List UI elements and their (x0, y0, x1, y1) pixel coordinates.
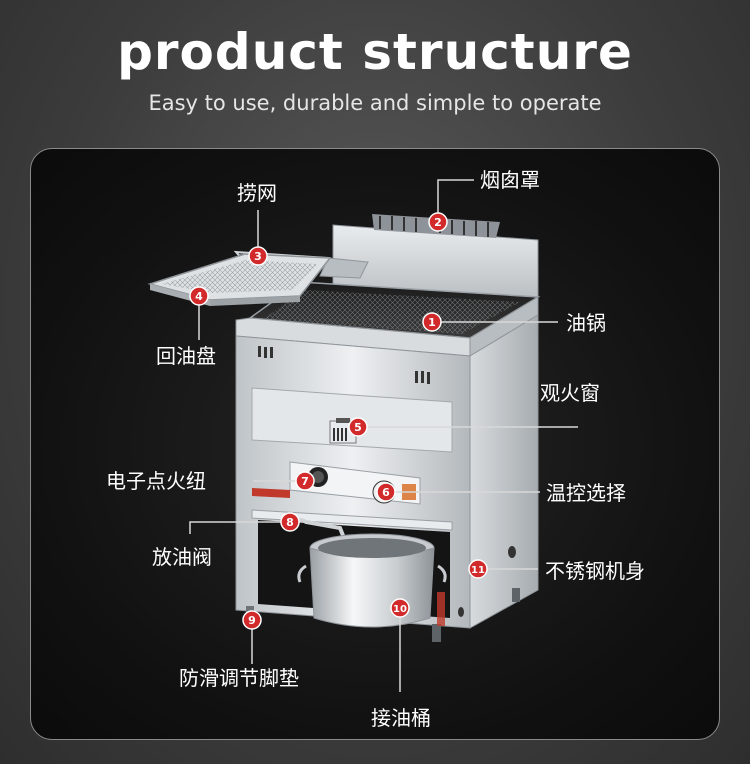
svg-text:2: 2 (434, 216, 442, 229)
svg-text:6: 6 (382, 486, 390, 499)
label-fire-window: 观火窗 (540, 381, 600, 405)
svg-text:11: 11 (471, 565, 485, 576)
label-chimney-hood: 烟囱罩 (480, 168, 540, 192)
badge-1: 1 (422, 312, 442, 332)
svg-text:8: 8 (286, 516, 294, 529)
svg-text:3: 3 (254, 250, 262, 263)
badge-3: 3 (248, 246, 268, 266)
badge-9: 9 (242, 610, 262, 630)
svg-text:4: 4 (195, 290, 203, 303)
label-oil-pot: 油锅 (566, 311, 606, 335)
page-subtitle: Easy to use, durable and simple to opera… (148, 91, 602, 115)
leader-8 (189, 521, 290, 534)
badge-4: 4 (189, 286, 209, 306)
label-stainless-body: 不锈钢机身 (545, 559, 645, 583)
badge-2: 2 (428, 212, 448, 232)
oil-pot (235, 281, 541, 357)
label-anti-slip-feet: 防滑调节脚垫 (179, 666, 299, 690)
badge-7: 7 (295, 471, 315, 491)
svg-text:5: 5 (354, 421, 362, 434)
svg-text:7: 7 (301, 475, 309, 488)
badge-10: 10 (390, 598, 410, 618)
label-frying-net: 捞网 (237, 181, 277, 205)
leader-2 (437, 179, 474, 222)
svg-text:9: 9 (248, 614, 256, 627)
badge-6: 6 (376, 482, 396, 502)
svg-text:10: 10 (393, 604, 407, 615)
svg-text:1: 1 (428, 316, 436, 329)
label-temperature-control: 温控选择 (546, 481, 626, 505)
label-oil-bucket: 接油桶 (371, 706, 431, 730)
label-drain-valve: 放油阀 (152, 545, 212, 569)
badge-8: 8 (280, 512, 300, 532)
badge-11: 11 (468, 559, 488, 579)
label-oil-return-tray: 回油盘 (156, 344, 216, 368)
label-ignition-button: 电子点火纽 (106, 469, 206, 493)
badge-5: 5 (348, 417, 368, 437)
page-title: product structure (117, 23, 633, 81)
chimney-vent (379, 216, 489, 237)
